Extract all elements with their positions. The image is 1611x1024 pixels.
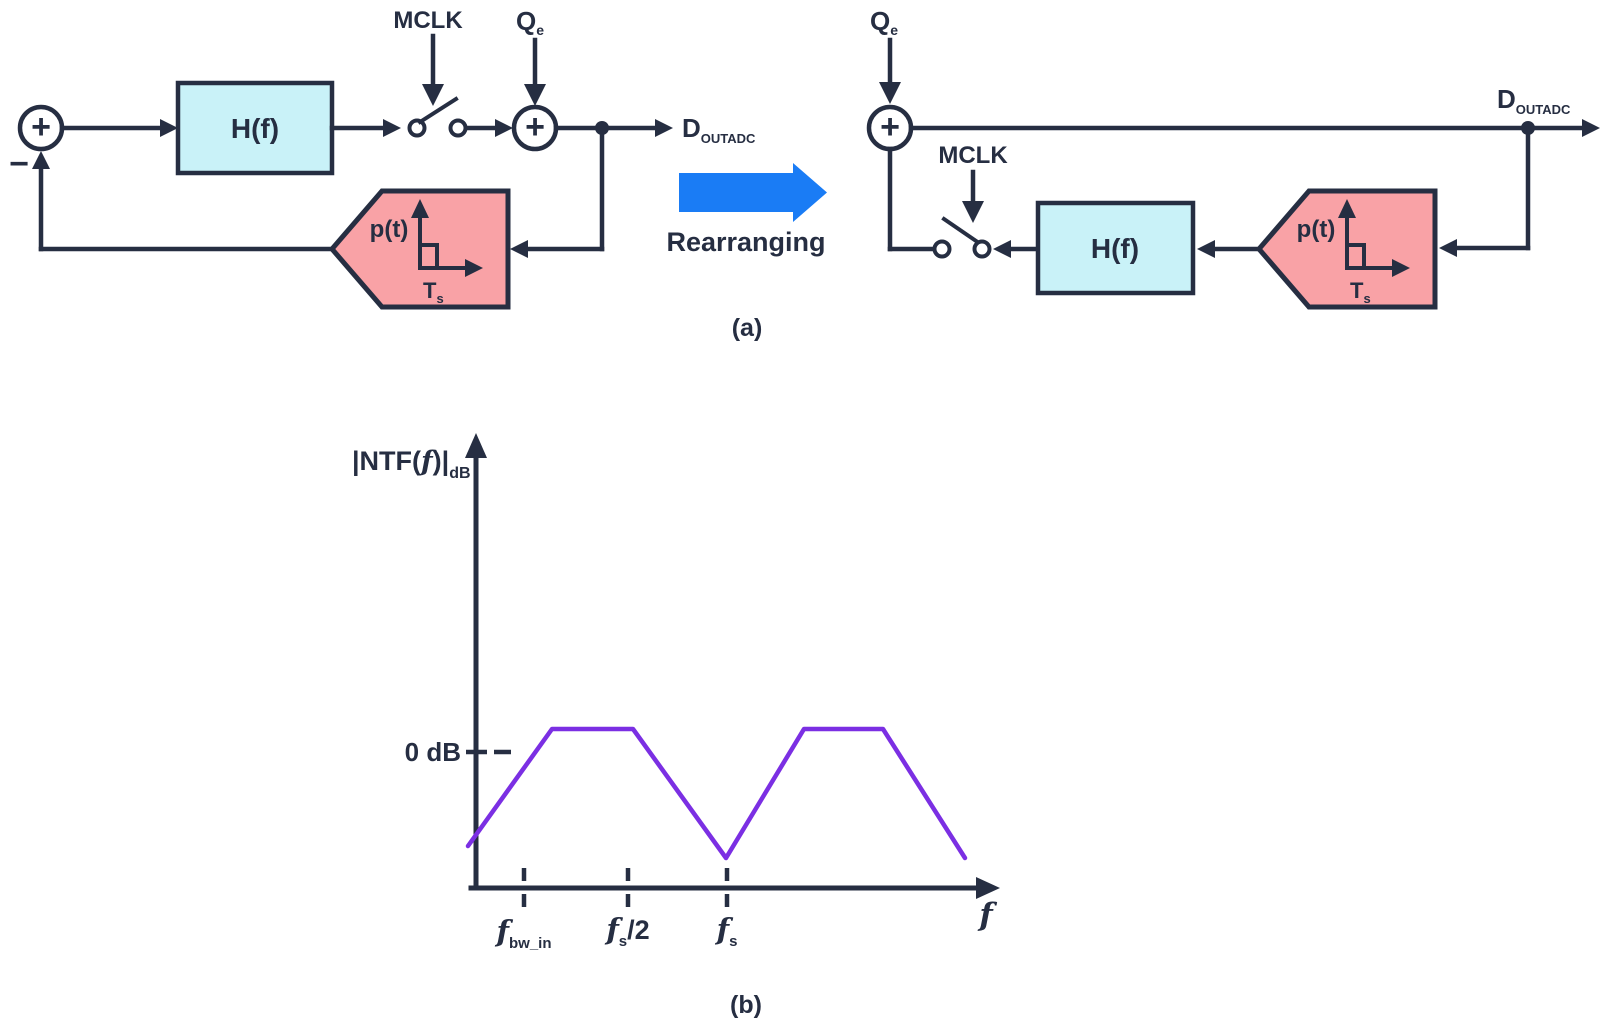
xtick-main: f — [604, 912, 623, 946]
ylabel-f: f — [419, 446, 437, 477]
arrowhead-left-icon — [1197, 240, 1215, 258]
rearranging-label: Rearranging — [666, 227, 825, 257]
xtick-rest: /2 — [627, 915, 650, 945]
arrowhead-down-icon — [422, 84, 444, 106]
plus-sign: + — [525, 108, 545, 146]
zero-db-label: 0 dB — [405, 737, 461, 767]
mclk-label: MCLK — [393, 7, 463, 34]
xtick-sub: s — [619, 933, 627, 950]
arrowhead-down-icon — [879, 82, 901, 104]
pulse-step-icon — [418, 243, 439, 270]
arrowhead-right-icon — [465, 259, 483, 277]
chart-b: |NTF(f)|dB 0 dB fbw_in fs/2 fs f (b) — [352, 433, 1000, 1019]
loop-filter-label: H(f) — [1091, 233, 1139, 264]
arrowhead-down-icon — [962, 201, 984, 223]
qe-sub: e — [536, 22, 544, 38]
arrowhead-left-icon — [1439, 239, 1457, 257]
ylabel-suffix: )| — [433, 446, 450, 476]
arrowhead-up-icon — [411, 199, 429, 218]
minus-sign: − — [9, 145, 29, 183]
xtick-sub: bw_in — [509, 935, 552, 952]
arrowhead-down-icon — [524, 84, 546, 106]
dout-label: DOUTADC — [682, 113, 756, 146]
ts-label: Ts — [423, 278, 444, 306]
diagram-a-left: + − H(f) MCLK + Qe DOUTADC — [9, 6, 756, 310]
loop-filter-block — [175, 80, 335, 176]
switch-contact — [448, 118, 468, 138]
xtick-main: f — [715, 912, 734, 946]
dout-main: D — [682, 113, 701, 143]
arrowhead-right-icon — [1582, 119, 1600, 137]
diagram-a-right: Qe + DOUTADC MCLK H(f) p(t) — [866, 6, 1600, 310]
arrowhead-up-icon — [32, 151, 50, 169]
xtick-label-fbwin: fbw_in — [495, 914, 552, 952]
y-axis-label: |NTF(f)|dB — [352, 446, 471, 482]
dout-main: D — [1497, 84, 1516, 114]
arrowhead-left-icon — [993, 240, 1011, 258]
ts-main: T — [423, 278, 437, 303]
ts-label: Ts — [1350, 278, 1371, 306]
switch-lever — [941, 216, 982, 246]
switch-contact — [932, 239, 952, 259]
mclk-label: MCLK — [938, 142, 1008, 169]
ylabel-prefix: |NTF( — [352, 446, 421, 476]
pulse-step-icon — [1345, 243, 1366, 270]
junction-dot — [1521, 121, 1535, 135]
arrowhead-right-icon — [495, 119, 513, 137]
xtick-main: f — [495, 914, 514, 948]
xtick-label-fs: fs — [715, 912, 738, 950]
rearranging-group: Rearranging (a) — [666, 163, 827, 342]
arrowhead-right-icon — [383, 119, 401, 137]
pt-label: p(t) — [1297, 216, 1336, 243]
plus-sign: + — [880, 108, 900, 146]
qe-label: Qe — [516, 6, 544, 38]
pt-label: p(t) — [370, 216, 409, 243]
switch-contact — [407, 118, 427, 138]
qe-sub: e — [890, 22, 898, 38]
arrowhead-right-icon — [1392, 259, 1410, 277]
switch-lever — [417, 96, 459, 125]
arrowhead-up-icon — [465, 433, 487, 458]
arrowhead-right-icon — [976, 877, 1000, 899]
arrowhead-up-icon — [1338, 199, 1356, 218]
arrowhead-right-icon — [655, 119, 673, 137]
junction-dot — [595, 121, 609, 135]
plus-sign: + — [31, 108, 51, 146]
rearranging-arrow-icon — [679, 163, 827, 222]
caption-a: (a) — [732, 314, 763, 342]
dout-label: DOUTADC — [1497, 84, 1571, 117]
loop-filter-block — [1035, 200, 1196, 296]
ylabel-sub: dB — [449, 465, 470, 482]
qe-label: Qe — [870, 6, 898, 38]
qe-main: Q — [516, 6, 536, 36]
ts-sub: s — [1363, 291, 1370, 306]
qe-main: Q — [870, 6, 890, 36]
arrowhead-left-icon — [510, 240, 528, 258]
loop-filter-label: H(f) — [231, 113, 279, 144]
x-axis-label: f — [977, 897, 997, 933]
ts-main: T — [1350, 278, 1364, 303]
x-axis-ticks — [521, 868, 730, 907]
ts-sub: s — [436, 291, 443, 306]
switch-contact — [972, 239, 992, 259]
xtick-label-fs2: fs/2 — [604, 912, 649, 950]
dout-sub: OUTADC — [701, 131, 756, 146]
arrowhead-right-icon — [160, 119, 178, 137]
ntf-curve — [465, 726, 968, 861]
xtick-sub: s — [729, 933, 737, 950]
caption-b: (b) — [730, 991, 762, 1019]
dout-sub: OUTADC — [1516, 102, 1571, 117]
